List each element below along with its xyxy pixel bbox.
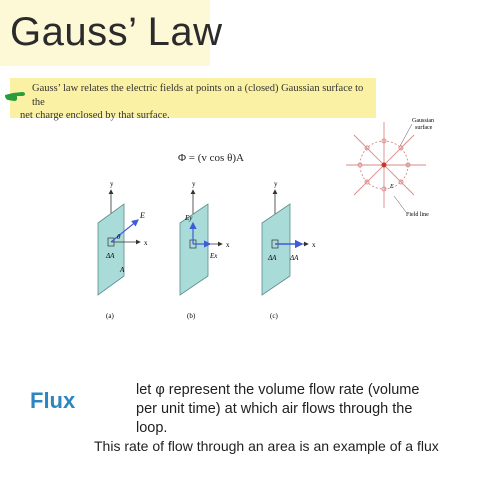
panel-a-area-label: A <box>119 266 125 274</box>
panel-b-ey-label: Ey <box>184 214 193 222</box>
flux-formula: Φ = (v cos θ)A <box>178 152 244 164</box>
panel-c: y x ΔA ΔA (c) <box>261 180 316 320</box>
sphere-field-vector-label: E <box>389 184 394 190</box>
pointing-hand-icon <box>5 92 25 101</box>
panel-a-x-label: x <box>144 239 148 247</box>
panel-c-vector-area-label: ΔA <box>289 254 299 262</box>
panel-b-x-label: x <box>226 241 230 249</box>
panel-b-ex-label: Ex <box>209 252 218 260</box>
panel-c-area-label: ΔA <box>267 254 277 262</box>
callout-text: Gauss’ law relates the electric fields a… <box>20 82 372 123</box>
panel-c-y-label: y <box>274 180 278 188</box>
sphere-surface-label: surface <box>415 124 433 131</box>
panel-a-area-small-label: ΔA <box>105 252 115 260</box>
panel-b: y x Ey Ex (b) <box>179 180 230 320</box>
panel-b-y-label: y <box>192 180 196 188</box>
callout-line-1: Gauss’ law relates the electric fields a… <box>32 83 364 108</box>
flux-description: let φ represent the volume flow rate (vo… <box>136 382 420 436</box>
sphere-gaussian-label: Gaussian <box>412 118 434 124</box>
panel-a-y-label: y <box>110 180 114 188</box>
flux-note: This rate of flow through an area is an … <box>94 438 439 454</box>
panel-a-angle-label: θ <box>117 233 121 241</box>
callout-highlight <box>10 78 376 118</box>
panel-a-caption: (a) <box>106 312 114 320</box>
flux-plate-figure: y x E θ ΔA A (a) y x Ey Ex (b) y x ΔA ΔA… <box>97 180 316 320</box>
callout-line-2: net charge enclosed by that surface. <box>20 110 170 121</box>
panel-b-caption: (b) <box>187 312 196 320</box>
slide-title: Gauss’ Law <box>10 10 223 54</box>
title-banner <box>0 0 210 66</box>
panel-a: y x E θ ΔA A (a) <box>97 180 148 320</box>
panel-a-vector-label: E <box>139 211 145 220</box>
gaussian-surface-diagram: Gaussian surface E Field line <box>346 118 434 218</box>
panel-c-x-label: x <box>312 241 316 249</box>
flux-heading: Flux <box>30 388 76 413</box>
sphere-field-line-label: Field line <box>406 212 429 218</box>
panel-c-caption: (c) <box>270 312 278 320</box>
